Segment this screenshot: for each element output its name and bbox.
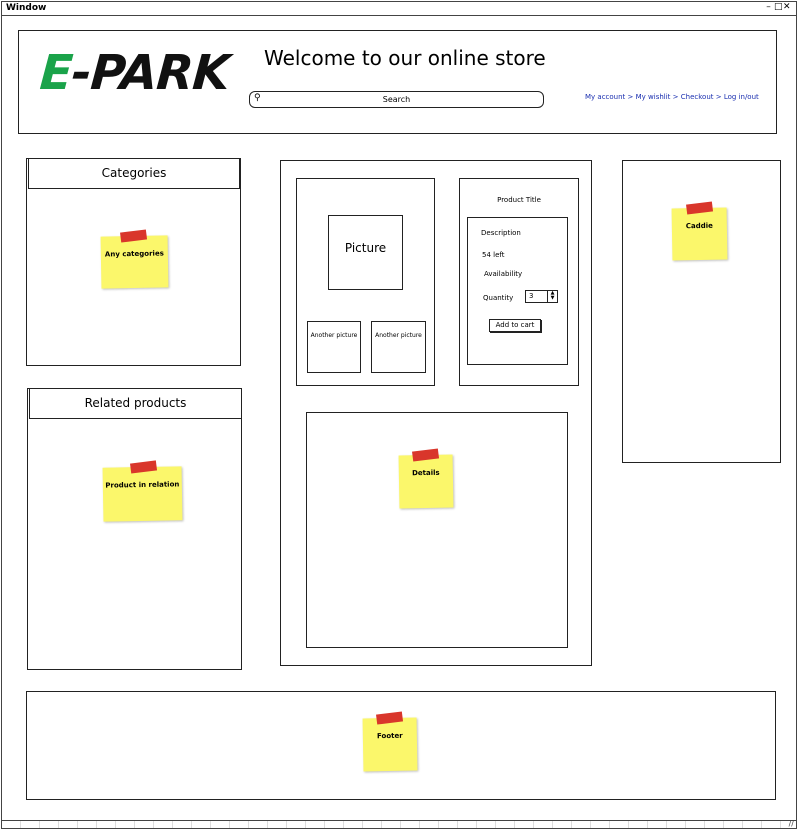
details-sticky-note: Details [398,448,454,509]
quantity-label: Quantity [483,294,514,302]
main-picture[interactable]: Picture [328,215,403,290]
link-checkout[interactable]: Checkout [680,93,714,101]
close-icon[interactable]: ✕ [783,2,793,12]
link-separator: > [713,93,724,101]
link-my-account[interactable]: My account [585,93,626,101]
window-title: Window [6,3,47,13]
link-log-in-out[interactable]: Log in/out [723,93,759,101]
note-text: Any categories [104,249,164,259]
note-text: Product in relation [105,480,180,490]
another-picture-label: Another picture [310,332,358,339]
window-status-strip: // [2,819,796,828]
tape [376,711,404,725]
details-panel [306,412,568,648]
availability-label: Availability [484,270,523,278]
note-text: Caddie [685,221,713,231]
logo-park: PARK [88,45,231,101]
another-picture-label: Another picture [375,332,422,339]
categories-title: Categories [101,166,167,180]
link-my-wishlit[interactable]: My wishlit [635,93,671,101]
tape [412,448,440,462]
main-picture-label: Picture [344,241,387,255]
description-label: Description [481,229,521,237]
caddie-sticky-note: Caddie [671,201,728,261]
search-input[interactable]: ⚲ Search [249,91,544,108]
search-placeholder: Search [382,95,411,104]
tape [120,229,148,243]
search-icon: ⚲ [254,93,261,103]
link-separator: > [625,93,636,101]
footer-sticky-note: Footer [362,711,418,772]
tape [130,460,158,474]
stepper-arrows-icon[interactable]: ▲▼ [547,291,557,302]
another-picture-1[interactable]: Another picture [307,321,361,373]
link-separator: > [670,93,681,101]
quantity-value: 3 [529,292,534,300]
note-text: Footer [376,731,403,741]
maximize-icon[interactable]: □ [774,2,785,12]
another-picture-2[interactable]: Another picture [371,321,426,373]
note-text: Details [411,468,440,478]
window-controls: –□✕ [765,2,792,12]
related-sticky-note: Product in relation [102,460,183,522]
add-to-cart-label: Add to cart [495,321,535,329]
epark-logo[interactable]: E-PARK [38,45,231,101]
header-panel [18,30,777,134]
related-products-title: Related products [84,396,187,410]
categories-sticky-note: Any categories [100,229,169,289]
categories-header: Categories [28,159,240,189]
product-title: Product Title [497,196,541,204]
add-to-cart-button[interactable]: Add to cart [489,319,541,332]
user-links: My account > My wishlit > Checkout > Log… [585,93,759,101]
quantity-stepper[interactable]: 3 ▲▼ [525,290,558,303]
related-products-header: Related products [29,389,242,419]
related-products-panel [27,388,242,670]
minimize-icon[interactable]: – [766,2,773,12]
window-titlebar: Window –□✕ [2,2,796,16]
stock-label: 54 left [482,251,505,259]
tape [686,201,714,215]
logo-e: E [38,45,74,101]
resize-grip-icon[interactable]: // [788,819,794,828]
welcome-title: Welcome to our online store [264,46,546,70]
